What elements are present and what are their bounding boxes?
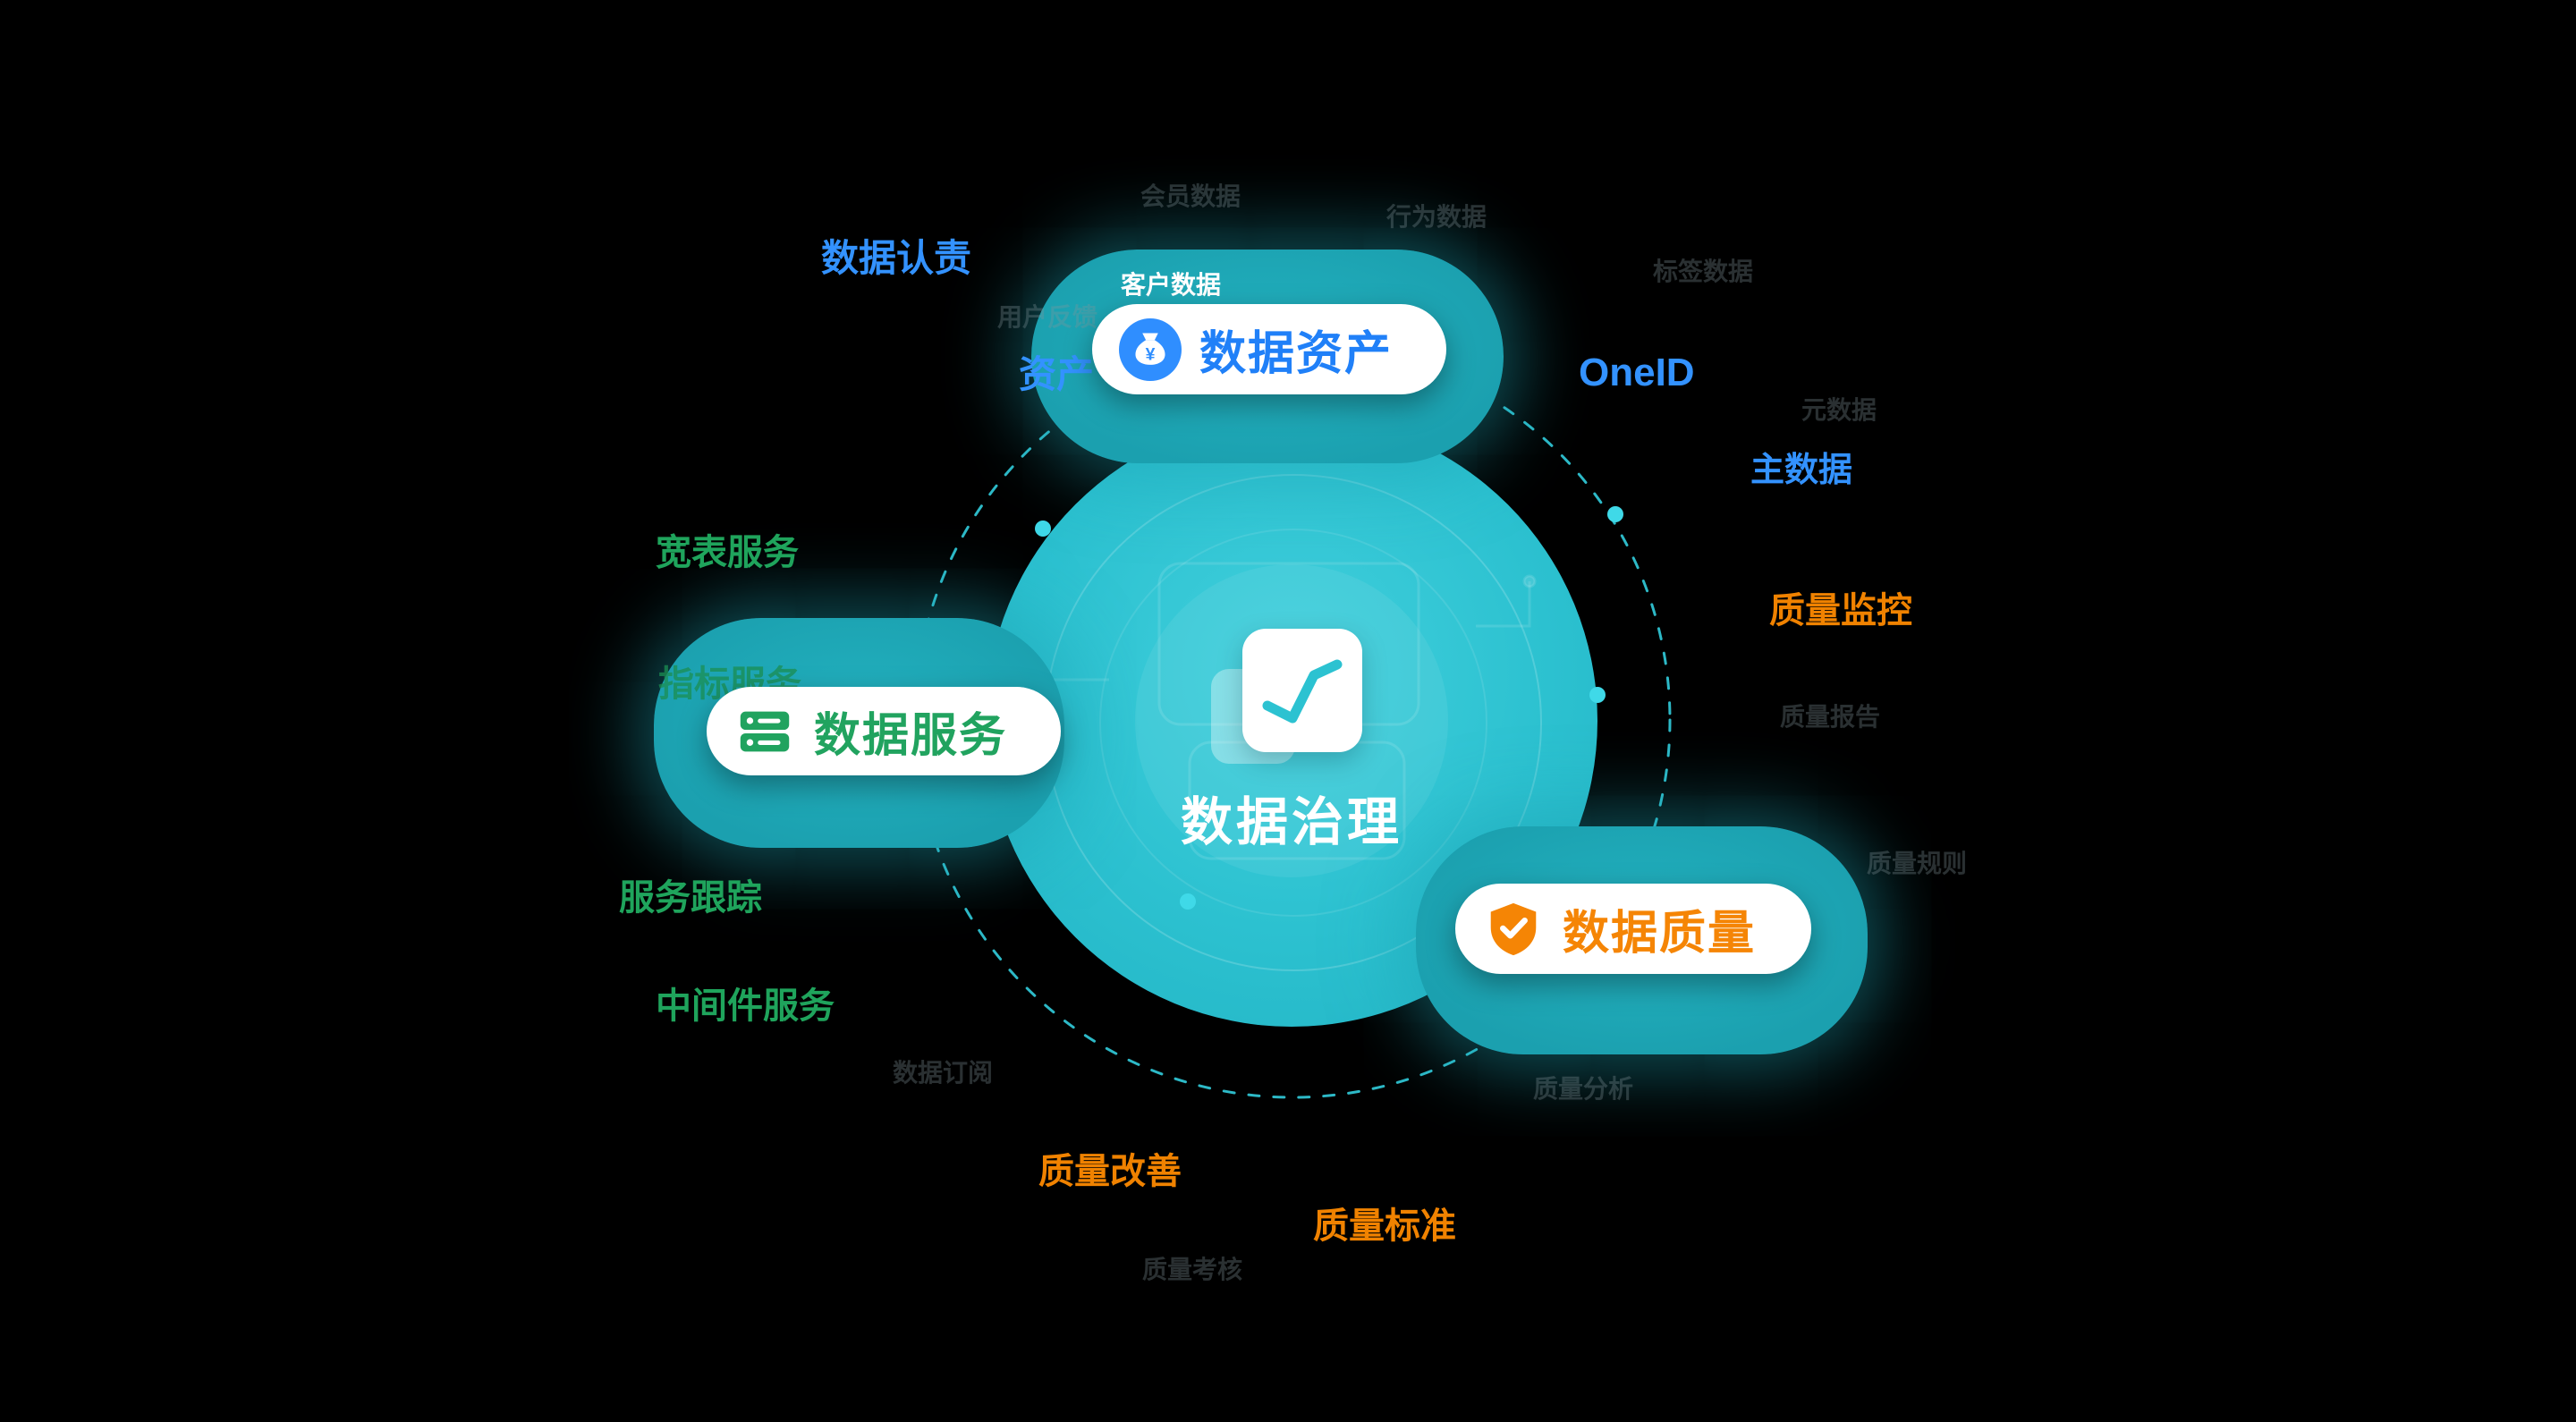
trend-check-line-icon — [1262, 659, 1343, 724]
label-dim-behavior-data: 行为数据 — [1386, 203, 1487, 231]
label-quality-standard: 质量标准 — [1313, 1206, 1456, 1246]
label-dim-quality-analysis: 质量分析 — [1533, 1075, 1634, 1103]
label-quality-monitoring: 质量监控 — [1769, 591, 1912, 631]
pill-data-quality-label: 数据质量 — [1563, 908, 1757, 960]
shield-check-icon — [1490, 902, 1537, 955]
svg-text:¥: ¥ — [1146, 344, 1156, 364]
label-dim-quality-report: 质量报告 — [1780, 703, 1881, 731]
label-customer-data: 客户数据 — [1121, 271, 1222, 299]
pill-data-services-label: 数据服务 — [814, 710, 1008, 762]
icon-front-card — [1242, 629, 1362, 752]
label-assets-partial: 资产 — [1019, 353, 1095, 395]
label-dim-data-subscription: 数据订阅 — [893, 1059, 994, 1087]
label-wide-table-service: 宽表服务 — [656, 533, 799, 572]
label-data-accountability: 数据认责 — [821, 237, 972, 279]
label-dim-tag-data: 标签数据 — [1653, 258, 1754, 285]
label-master-data: 主数据 — [1750, 452, 1853, 489]
label-quality-improvement: 质量改善 — [1038, 1152, 1182, 1191]
label-dim-member-data: 会员数据 — [1140, 182, 1241, 210]
pill-data-services: 数据服务 — [707, 687, 1061, 775]
governance-chart-icon — [1211, 626, 1372, 769]
label-dim-quality-assessment: 质量考核 — [1142, 1256, 1243, 1283]
label-dim-user-feedback: 用户反馈 — [997, 303, 1098, 331]
page-title: 数据治理 — [1180, 793, 1402, 851]
label-service-tracking: 服务跟踪 — [619, 878, 762, 918]
label-dim-metadata: 元数据 — [1801, 396, 1877, 424]
database-icon — [740, 711, 790, 751]
label-oneid: OneID — [1579, 351, 1695, 394]
pill-data-assets: ¥ 数据资产 — [1092, 304, 1446, 394]
money-bag-icon: ¥ — [1119, 317, 1182, 381]
pill-data-assets-label: 数据资产 — [1199, 328, 1394, 380]
label-middleware-service: 中间件服务 — [656, 986, 835, 1026]
label-dim-quality-rules: 质量规则 — [1867, 850, 1968, 877]
pill-data-quality: 数据质量 — [1455, 884, 1811, 974]
